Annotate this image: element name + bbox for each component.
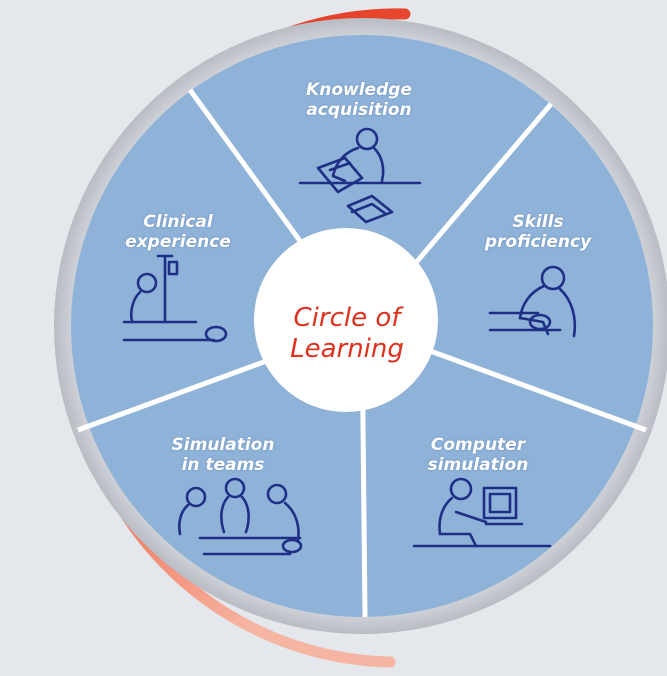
segment-label-line: proficiency [484, 232, 592, 252]
center-title-line: Circle of [293, 303, 401, 333]
segment-label-line: acquisition [306, 100, 412, 120]
segment-label-clinical: Clinical experience [118, 212, 238, 252]
center-title-line: Learning [290, 334, 404, 364]
segment-label-computer: Computer simulation [418, 435, 538, 475]
segment-label-line: Skills [512, 212, 564, 232]
segment-label-line: simulation [427, 455, 529, 475]
computer-user-icon [412, 477, 552, 548]
examining-patient-icon [488, 265, 577, 338]
segment-label-line: Clinical [143, 212, 213, 232]
segment-label-skills: Skills proficiency [483, 212, 593, 252]
segment-label-line: in teams [181, 455, 265, 475]
segment-label-line: Computer [430, 435, 526, 455]
team-around-patient-icon [177, 477, 303, 556]
segment-label-knowledge: Knowledge acquisition [300, 80, 418, 120]
segment-label-line: Knowledge [306, 80, 412, 100]
bedside-iv-patient-icon [122, 254, 228, 343]
center-circle [254, 228, 438, 412]
segment-label-line: experience [125, 232, 231, 252]
reading-person-icon [298, 127, 422, 224]
center-title: Circle of Learning [262, 303, 432, 365]
segment-label-teams: Simulation in teams [163, 435, 283, 475]
segment-label-line: Simulation [171, 435, 275, 455]
